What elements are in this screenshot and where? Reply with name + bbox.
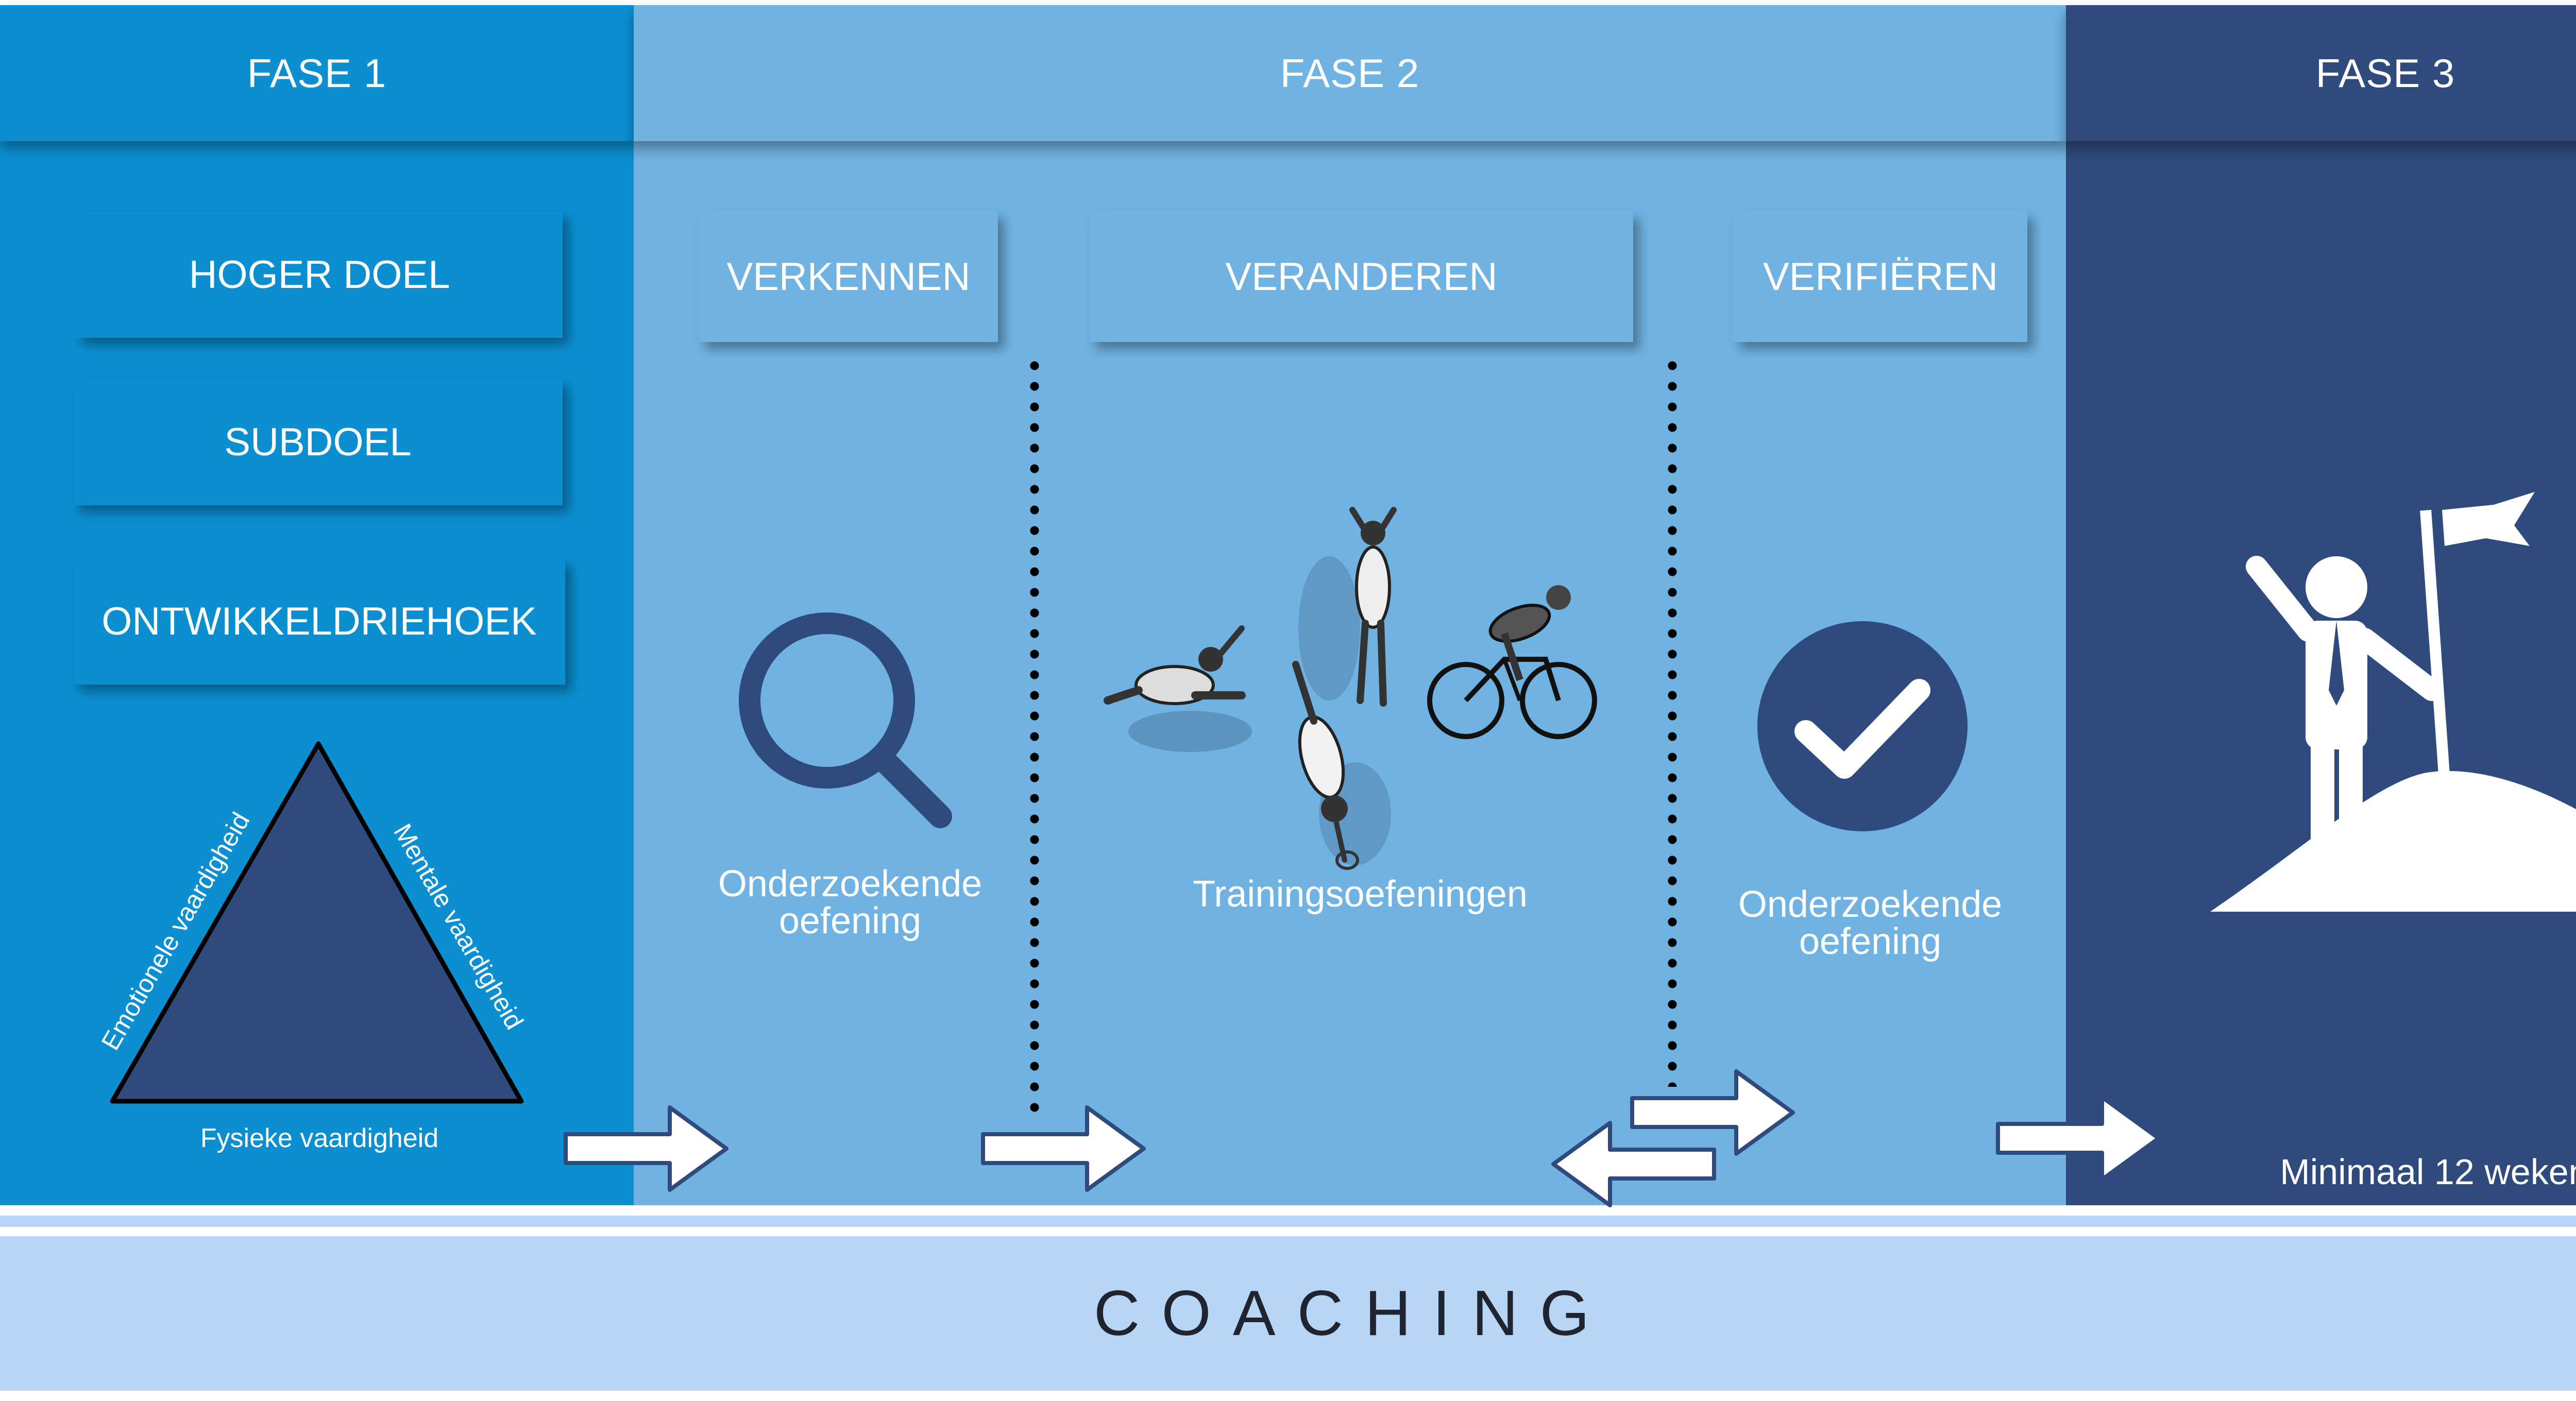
subdoel-box: SUBDOEL [73,379,563,505]
hoger-doel-label: HOGER DOEL [189,252,450,297]
magnifier-icon [739,612,952,828]
veranderen-label: VERANDEREN [1225,254,1498,299]
fase-2-title: FASE 2 [1280,50,1420,96]
coaching-label: COACHING [1093,1278,1612,1349]
veranderen-caption: Trainingsoefeningen [1113,876,1607,913]
verifieren-caption-line2: oefening [1799,921,1942,962]
ontwikkeldriehoek-box: ONTWIKKELDRIEHOEK [73,558,565,685]
coaching-divider [0,1216,2576,1227]
subdoel-label: SUBDOEL [224,420,412,464]
cyclist-figure [1427,585,1597,739]
sprinter-figure [1104,625,1246,705]
fase-2-header: FASE 2 [634,5,2066,141]
fase-1-header: FASE 1 [0,5,634,141]
development-triangle [110,741,524,1104]
swimmer-figure [1349,507,1397,707]
fase-1-title: FASE 1 [247,50,387,96]
verifieren-label: VERIFIËREN [1762,254,1998,299]
arrow-right-icon [564,1105,728,1192]
verifieren-box: VERIFIËREN [1734,211,2027,342]
athletes-illustration [1104,507,1597,870]
arrow-right-icon [981,1105,1146,1192]
check-icon [1757,621,1968,831]
verkennen-box: VERKENNEN [699,211,998,342]
arrow-right-icon [1630,1069,1795,1156]
summit-flag-icon [2210,492,2576,912]
dotted-separator-left [1029,355,1040,1113]
verifieren-caption: Onderzoekende oefening [1690,886,2050,960]
verkennen-caption: Onderzoekende oefening [670,865,1030,939]
fase-3-title: FASE 3 [2315,50,2455,96]
coaching-band: COACHING [0,1236,2576,1391]
arrow-right-icon [1996,1095,2161,1182]
veranderen-caption-line1: Trainingsoefeningen [1193,874,1528,915]
verkennen-label: VERKENNEN [726,254,971,299]
fase-3-header: FASE 3 [2066,5,2576,141]
verifieren-caption-line1: Onderzoekende [1738,884,2003,925]
verkennen-caption-line2: oefening [778,900,922,942]
arrow-left-icon [1551,1121,1716,1207]
tennis-player-figure [1292,661,1359,870]
fysieke-vaardigheid-label: Fysieke vaardigheid [200,1123,439,1153]
ontwikkeldriehoek-label: ONTWIKKELDRIEHOEK [101,599,537,643]
dotted-separator-right [1667,355,1677,1087]
duration-label: Minimaal 12 weken [2280,1152,2576,1192]
verkennen-caption-line1: Onderzoekende [718,863,982,904]
veranderen-box: VERANDEREN [1090,211,1633,342]
hoger-doel-box: HOGER DOEL [76,211,563,338]
